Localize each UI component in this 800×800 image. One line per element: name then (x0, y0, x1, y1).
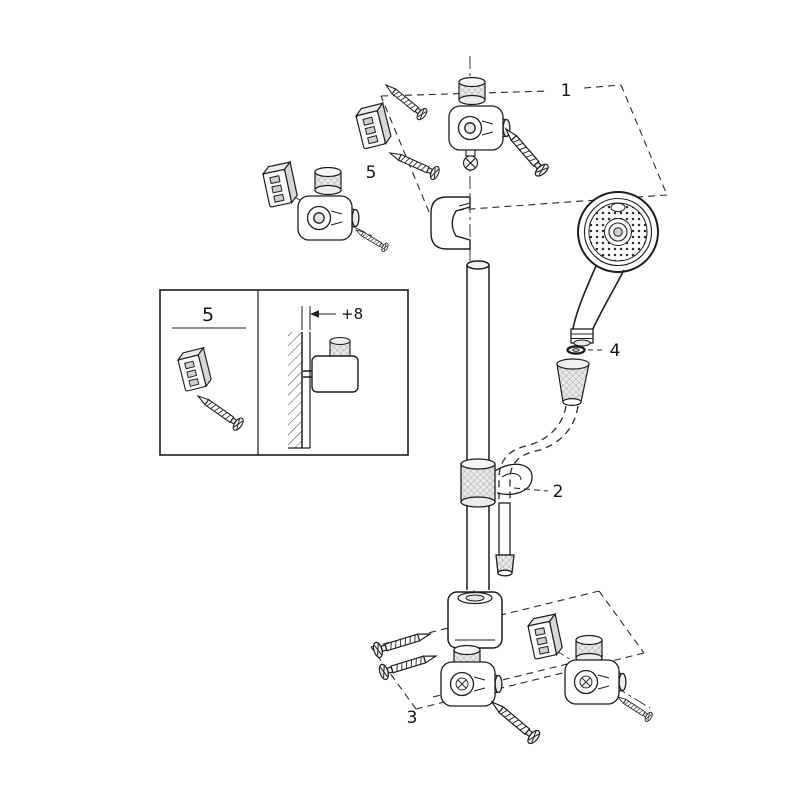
inset-dimension-lines (301, 306, 336, 330)
bottom-right-knurled-cap (575, 634, 603, 664)
shower-rail (466, 260, 490, 590)
inset-label-5: 5 (202, 304, 214, 326)
detail-inset (159, 289, 409, 456)
callout-3: 3 (407, 708, 418, 728)
callout-4: 4 (610, 341, 621, 361)
hose-curve (498, 405, 579, 503)
spray-face (588, 202, 648, 262)
rail-top-clamp (430, 196, 471, 250)
left-knurled-cap (314, 166, 342, 196)
callout-2: 2 (553, 482, 564, 502)
hand-shower (570, 191, 659, 347)
hose-nut (556, 358, 590, 407)
dimension-arrow-icon (310, 310, 319, 318)
shower-handle (570, 265, 625, 347)
top-clamp-screw-shank (465, 149, 476, 157)
top-knurled-cap (458, 76, 486, 106)
callout-2-leader (513, 487, 549, 492)
inset-dimension-label: +8 (341, 305, 363, 323)
bottom-center-bracket (440, 661, 503, 707)
callout-5: 5 (366, 163, 377, 183)
phillips-screw-head (579, 675, 593, 689)
inset-bracket-side-view (303, 336, 359, 393)
washer-seal (566, 345, 586, 355)
rail-bottom-holder (447, 591, 503, 649)
top-mounting-group (353, 76, 551, 182)
phillips-screw-head (455, 677, 469, 691)
callout-1: 1 (561, 81, 572, 101)
inset-wall-section (288, 332, 311, 449)
phillips-screw-head (462, 155, 479, 171)
hose-end (495, 502, 515, 577)
bottom-right-bracket (564, 659, 627, 705)
top-bracket (448, 105, 511, 151)
left-bracket (297, 195, 360, 241)
rail-slider-holder (460, 458, 533, 508)
